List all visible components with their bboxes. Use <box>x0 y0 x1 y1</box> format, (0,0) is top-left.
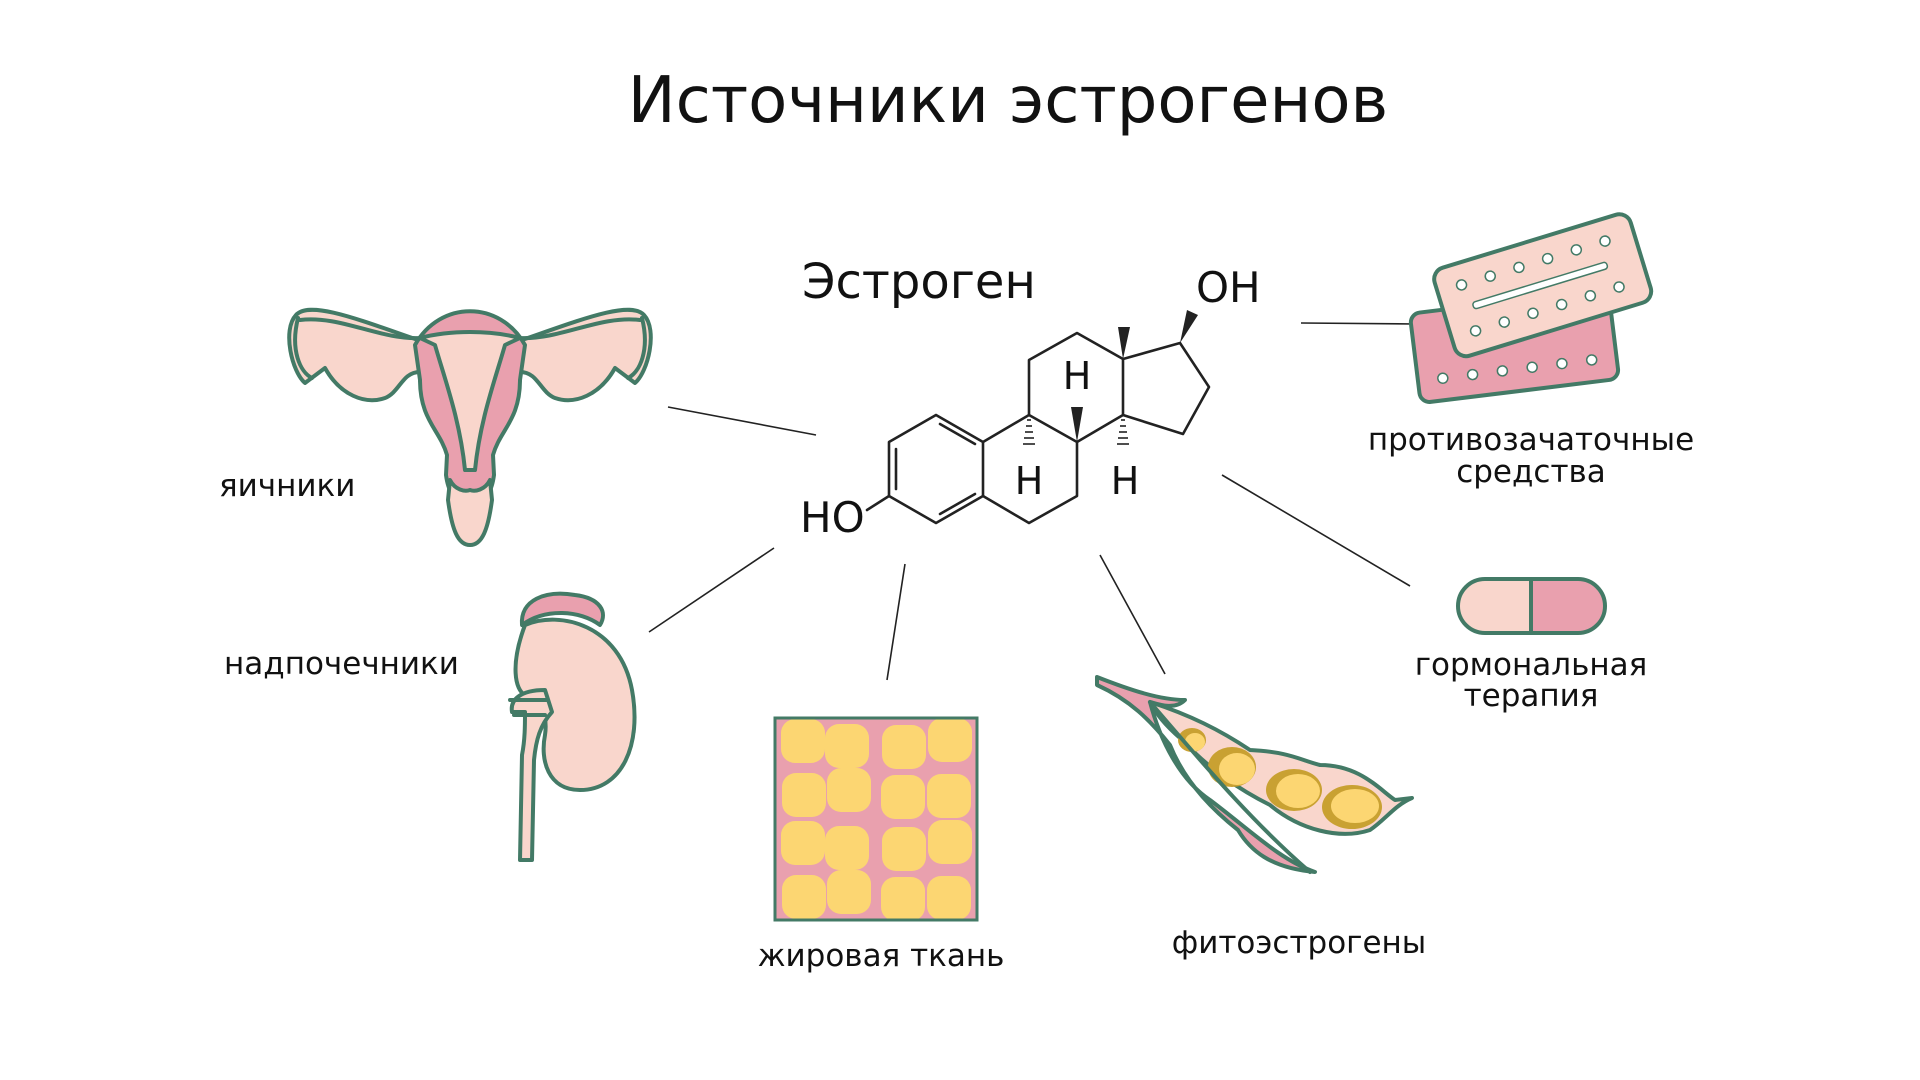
capsule-illustration <box>1456 577 1607 635</box>
label-ovaries: яичники <box>219 468 355 504</box>
fat-cell <box>827 870 871 914</box>
ring-a <box>887 413 985 525</box>
fat-tissue-border <box>773 716 979 922</box>
connector-hormone-therapy <box>1221 474 1411 587</box>
label-contraceptives-line2: средства <box>1456 454 1606 490</box>
fat-cell <box>781 719 825 763</box>
h-label: H <box>1111 459 1140 503</box>
connector-adrenal <box>648 547 775 633</box>
h-label: H <box>1015 459 1044 503</box>
fat-cell <box>928 820 972 864</box>
fat-cell <box>928 718 972 762</box>
ring-c <box>1027 331 1125 444</box>
fat-cell <box>927 876 971 920</box>
hash-bond <box>1117 419 1129 445</box>
molecule-name: Эстроген <box>802 254 1036 310</box>
fat-cell <box>927 774 971 818</box>
wedge-bond <box>1071 407 1083 442</box>
contraceptive-pills-illustration <box>1408 212 1654 404</box>
fat-cell <box>827 768 871 812</box>
fat-cell <box>782 773 826 817</box>
connector-fat <box>886 563 906 681</box>
wedge-bond <box>1118 327 1130 359</box>
label-contraceptives-line1: противозачаточные <box>1368 422 1694 458</box>
oh-label: OH <box>1196 263 1261 312</box>
ho-label: HO <box>800 493 865 542</box>
h-label: H <box>1063 354 1092 398</box>
fat-cell <box>825 724 869 768</box>
label-adrenal: надпочечники <box>224 646 459 682</box>
connector-lines <box>648 322 1417 681</box>
estrogen-structure: HO OH H H H <box>800 263 1261 542</box>
fat-cell <box>782 875 826 919</box>
pea-pod-illustration <box>1095 675 1414 874</box>
fat-cell <box>882 827 926 871</box>
fat-tissue-illustration <box>773 716 979 922</box>
fat-cell <box>781 821 825 865</box>
label-phyto: фитоэстрогены <box>1172 925 1427 961</box>
uterus-illustration <box>287 307 653 547</box>
kidney-illustration <box>508 591 637 862</box>
connector-phyto <box>1099 554 1166 675</box>
fat-cell <box>881 775 925 819</box>
connector-contraceptives <box>1300 322 1417 325</box>
label-fat: жировая ткань <box>758 938 1005 974</box>
hash-bond <box>1023 419 1035 445</box>
ring-d <box>1121 341 1211 436</box>
connector-ovaries <box>667 406 817 436</box>
fat-cell <box>882 725 926 769</box>
wedge-bond <box>1180 310 1198 343</box>
label-hormone-therapy-line1: гормональная <box>1415 647 1648 683</box>
label-hormone-therapy-line2: терапия <box>1464 678 1599 714</box>
ring-b <box>981 413 1079 525</box>
fat-cell <box>825 826 869 870</box>
fat-cell <box>881 877 925 921</box>
page-title: Источники эстрогенов <box>628 64 1388 138</box>
